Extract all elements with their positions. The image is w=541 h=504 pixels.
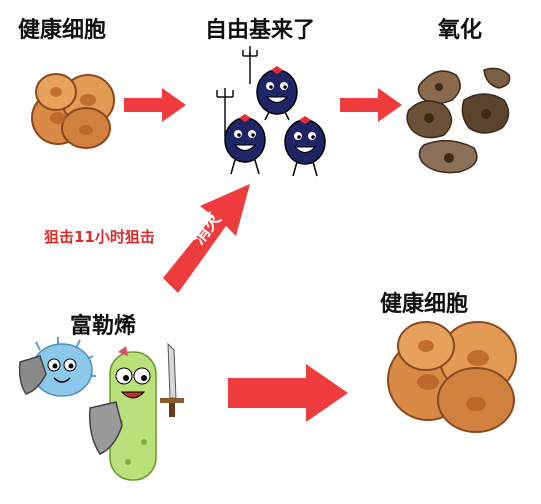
healthy-cell-icon-top	[31, 73, 115, 149]
arrow-to-radicals	[124, 88, 186, 122]
arrow-to-healthy-cell	[228, 364, 348, 422]
healthy-cell-label-top: 健康细胞	[18, 18, 107, 43]
destroy-arrow	[163, 184, 250, 293]
fullerene-label: 富勒烯	[70, 314, 137, 339]
free-radicals-label: 自由基来了	[205, 18, 316, 43]
free-radicals-icon	[216, 46, 326, 177]
fullerene-icon	[18, 337, 184, 481]
oxidized-cell-icon	[406, 67, 511, 174]
arrow-to-oxidation	[340, 88, 402, 122]
hunt-label: 狙击11小时狙击	[44, 228, 155, 246]
oxidation-label: 氧化	[438, 18, 483, 43]
healthy-cell-label-bottom: 健康细胞	[380, 292, 469, 317]
healthy-cell-icon-bottom	[387, 321, 517, 433]
